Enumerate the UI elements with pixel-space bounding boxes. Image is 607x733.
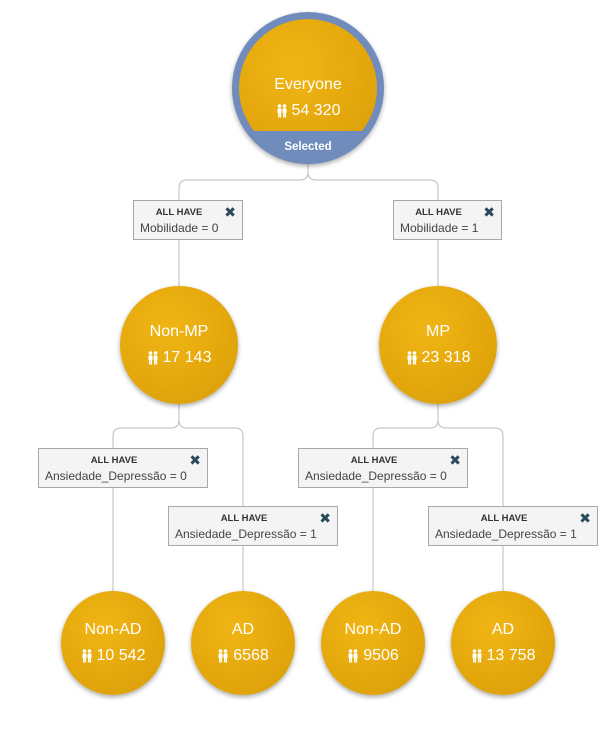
filter-condition: Ansiedade_Depressão = 0: [45, 469, 187, 483]
cohort-node[interactable]: Non-MP 17 143: [120, 286, 238, 404]
root-node[interactable]: Everyone 54 320 Selected: [232, 12, 384, 164]
people-icon: [277, 104, 287, 118]
cohort-node[interactable]: MP 23 318: [379, 286, 497, 404]
node-count: 13 758: [486, 647, 536, 664]
selected-badge: Selected: [232, 131, 384, 164]
filter-box[interactable]: ALL HAVE Ansiedade_Depressão = 1 ✖: [168, 506, 338, 546]
node-count: 6568: [233, 647, 269, 664]
filter-box[interactable]: ALL HAVE Mobilidade = 1 ✖: [393, 200, 502, 240]
filter-box[interactable]: ALL HAVE Ansiedade_Depressão = 0 ✖: [38, 448, 208, 488]
people-icon: [218, 649, 228, 663]
node-name: AD: [231, 621, 255, 638]
node-count-row: 54 320: [239, 101, 377, 121]
connector-root-right: [307, 171, 439, 288]
node-name: Everyone: [274, 76, 342, 93]
node-count: 10 542: [96, 647, 146, 664]
cohort-node[interactable]: AD 13 758: [451, 591, 555, 695]
filter-box[interactable]: ALL HAVE Mobilidade = 0 ✖: [133, 200, 243, 240]
close-icon[interactable]: ✖: [319, 510, 331, 526]
node-name: MP: [426, 323, 450, 340]
node-count-row: 9506: [347, 646, 399, 666]
node-count: 9506: [363, 647, 399, 664]
node-count-row: 10 542: [81, 646, 146, 666]
close-icon[interactable]: ✖: [224, 204, 236, 220]
close-icon[interactable]: ✖: [449, 452, 461, 468]
node-count: 23 318: [421, 349, 471, 366]
connector-mp-right: [437, 419, 504, 594]
node-name: Non-AD: [344, 621, 402, 638]
people-icon: [82, 649, 92, 663]
filter-header: ALL HAVE: [350, 455, 398, 466]
close-icon[interactable]: ✖: [189, 452, 201, 468]
filter-header: ALL HAVE: [155, 207, 203, 218]
people-icon: [148, 351, 158, 365]
connector-nonmp-left: [112, 404, 180, 594]
filter-condition: Mobilidade = 1: [400, 221, 479, 235]
node-count-row: 13 758: [471, 646, 536, 666]
close-icon[interactable]: ✖: [579, 510, 591, 526]
connector-nonmp-right: [178, 419, 244, 594]
node-count: 54 320: [291, 102, 341, 119]
people-icon: [407, 351, 417, 365]
node-count-row: 6568: [217, 646, 269, 666]
filter-box[interactable]: ALL HAVE Ansiedade_Depressão = 0 ✖: [298, 448, 468, 488]
close-icon[interactable]: ✖: [483, 204, 495, 220]
node-count-row: 23 318: [406, 348, 471, 368]
connector-mp-left: [372, 404, 439, 594]
node-name: Non-AD: [84, 621, 142, 638]
node-name: AD: [491, 621, 515, 638]
filter-condition: Mobilidade = 0: [140, 221, 219, 235]
filter-header: ALL HAVE: [90, 455, 138, 466]
filter-condition: Ansiedade_Depressão = 1: [435, 527, 577, 541]
node-name: Non-MP: [149, 323, 209, 340]
connector-root-left: [178, 164, 309, 288]
cohort-node[interactable]: AD 6568: [191, 591, 295, 695]
filter-condition: Ansiedade_Depressão = 0: [305, 469, 447, 483]
filter-box[interactable]: ALL HAVE Ansiedade_Depressão = 1 ✖: [428, 506, 598, 546]
people-icon: [472, 649, 482, 663]
node-count: 17 143: [162, 349, 212, 366]
people-icon: [348, 649, 358, 663]
filter-condition: Ansiedade_Depressão = 1: [175, 527, 317, 541]
filter-header: ALL HAVE: [415, 207, 462, 218]
cohort-node[interactable]: Non-AD 9506: [321, 591, 425, 695]
node-count-row: 17 143: [147, 348, 212, 368]
cohort-node[interactable]: Non-AD 10 542: [61, 591, 165, 695]
filter-header: ALL HAVE: [480, 513, 528, 524]
filter-header: ALL HAVE: [220, 513, 268, 524]
